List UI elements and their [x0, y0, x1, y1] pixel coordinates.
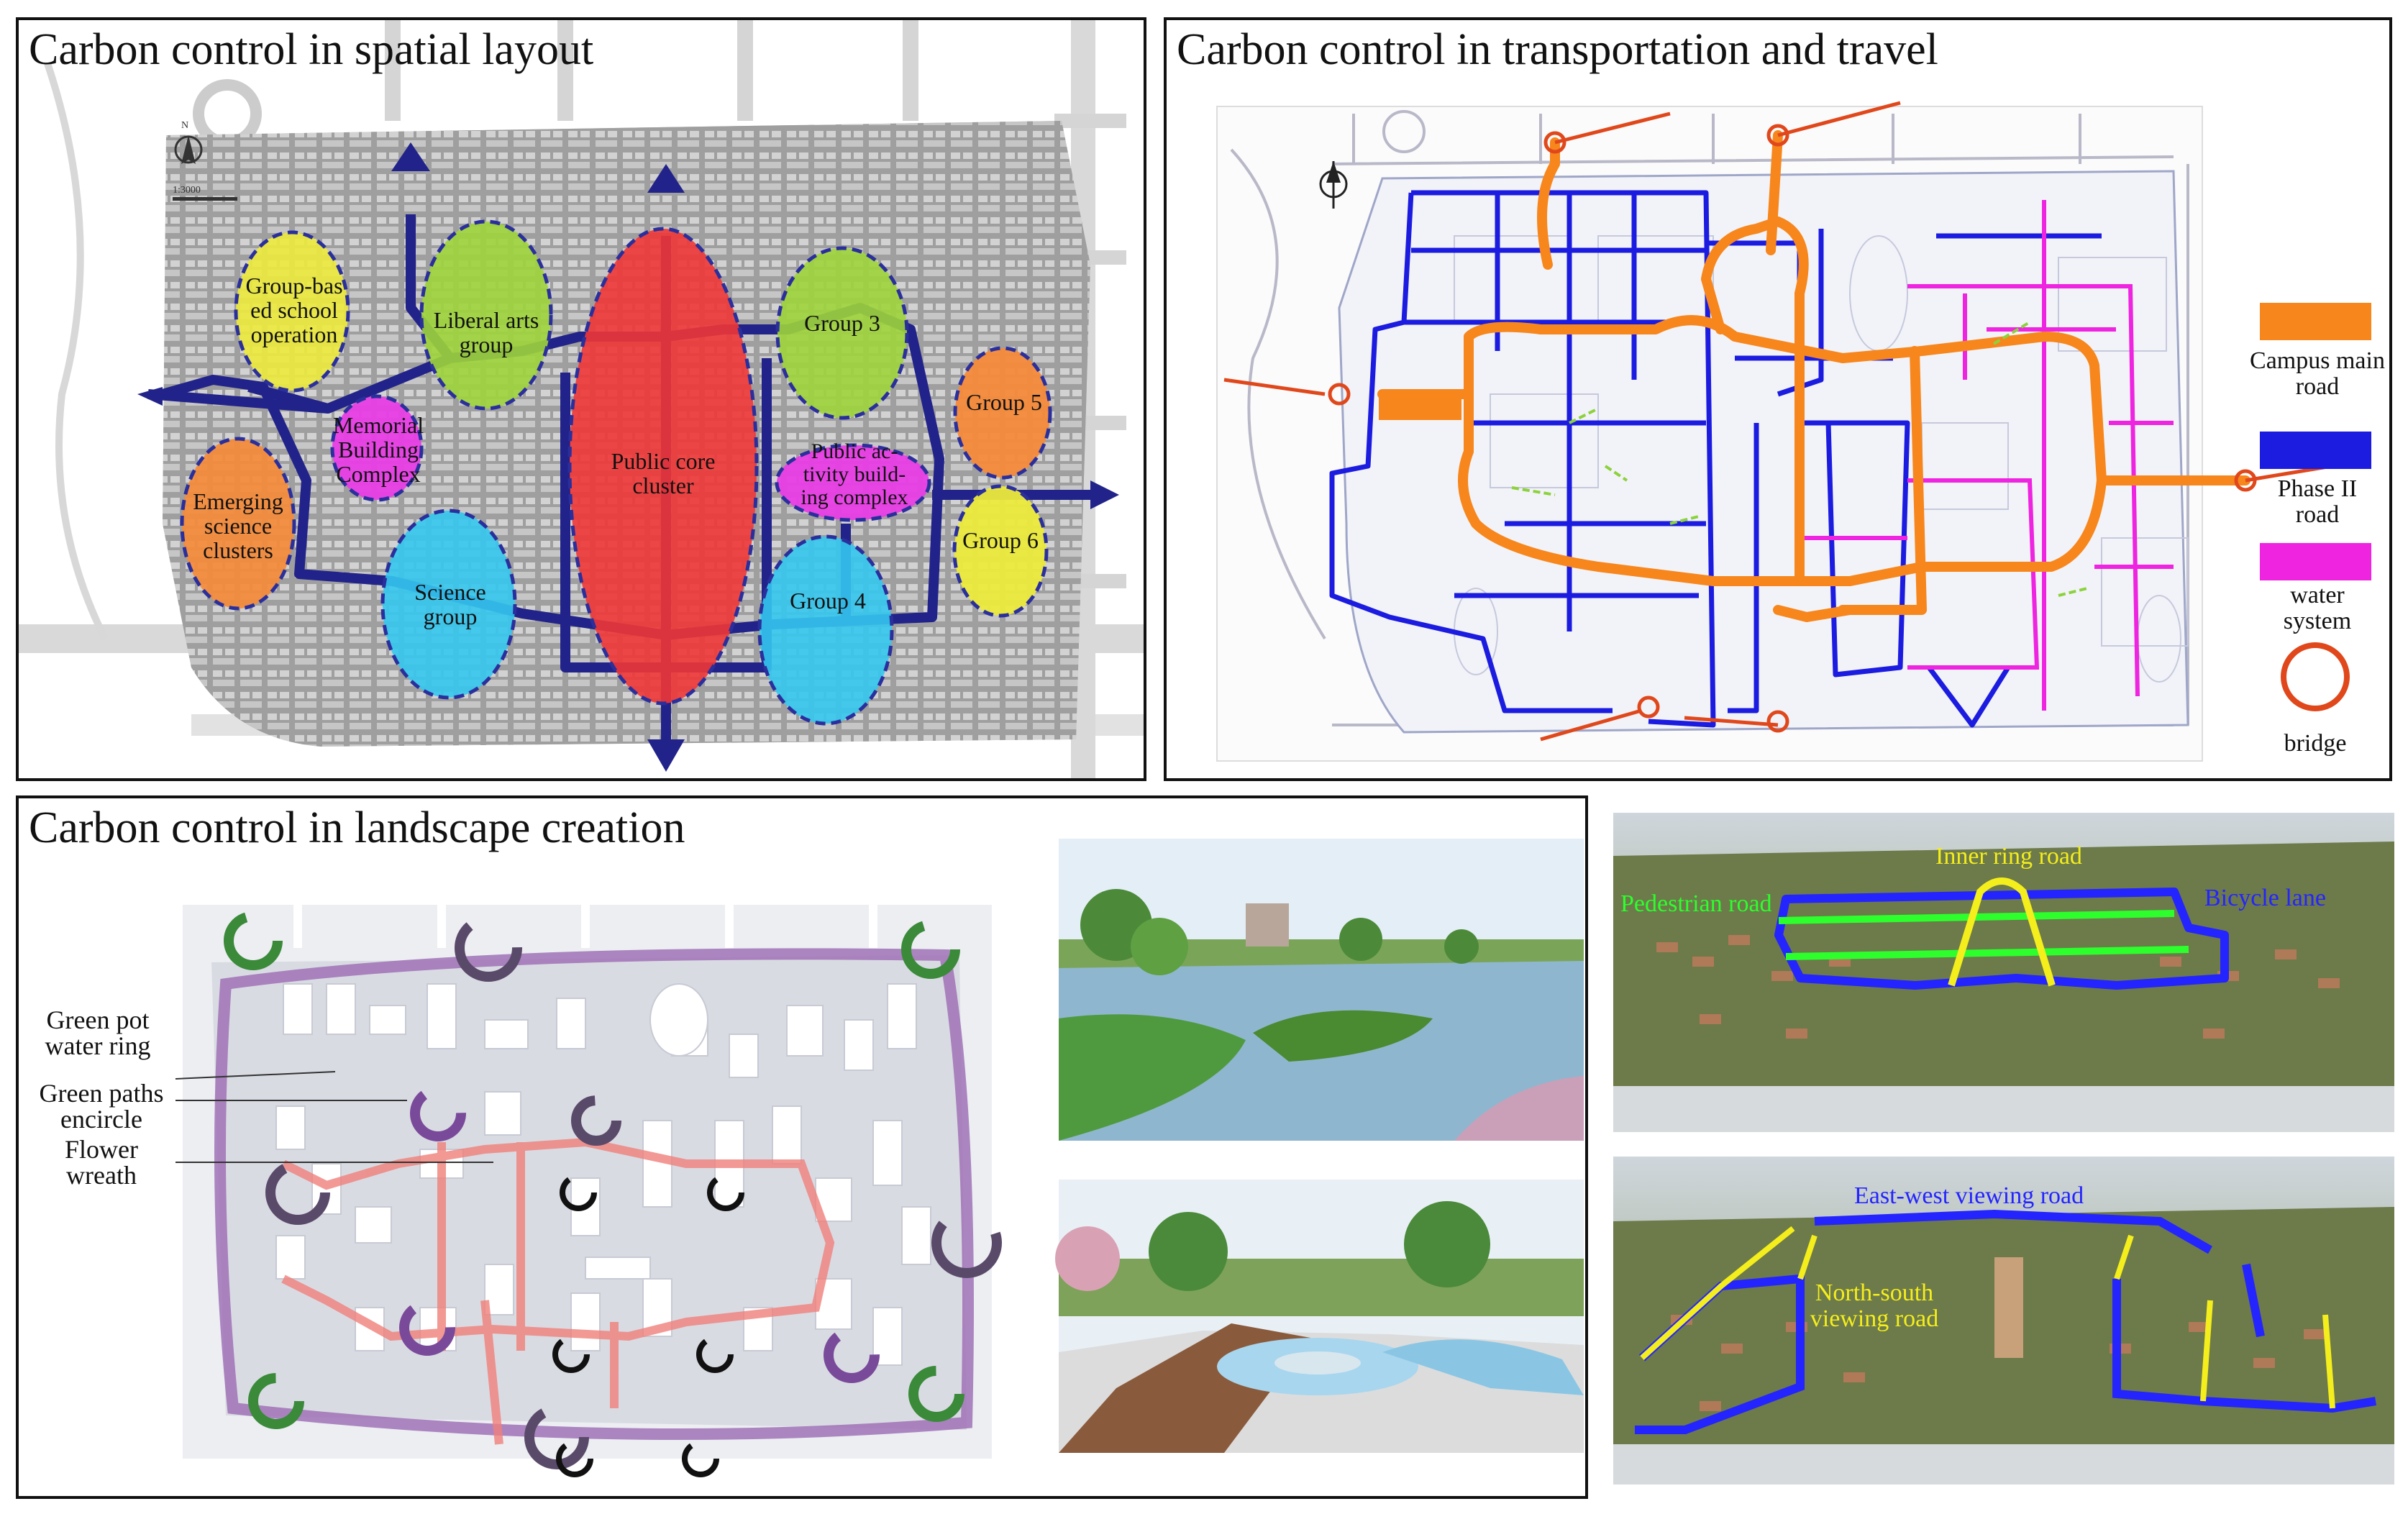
cluster-label: Group 3 — [804, 310, 880, 336]
cluster-label: Group-bas ed school operation — [245, 273, 343, 347]
landscape-label-flower-wreath: Flower wreath — [65, 1135, 138, 1190]
cluster-label: Public core cluster — [611, 448, 716, 498]
landscape-panel: Carbon control in landscape creation Gre… — [16, 795, 1588, 1499]
aerial-label-east-west-viewing-road: East-west viewing road — [1854, 1182, 2084, 1209]
cluster-label: Memorial Building Complex — [332, 412, 424, 487]
cluster-label: Liberal arts group — [433, 307, 539, 357]
aerial-label-pedestrian-road: Pedestrian road — [1620, 890, 1772, 917]
landscape-label-green-paths-encircle: Green paths encircle — [39, 1079, 164, 1134]
aerial-render-top: Inner ring road Pedestrian road Bicycle … — [1613, 813, 2394, 1132]
aerial-label-bicycle-lane: Bicycle lane — [2204, 885, 2326, 911]
legend-swatch-water-system — [2260, 543, 2371, 580]
landscape-label-green-pot-water-ring: Green pot water ring — [45, 1005, 151, 1060]
landscape-title: Carbon control in landscape creation — [29, 803, 685, 852]
legend-swatch-campus-main-road — [2260, 303, 2371, 340]
svg-text:N: N — [181, 120, 188, 131]
aerial-label-north-south-viewing-road: North-south viewing road — [1810, 1280, 1939, 1332]
spatial-layout-title: Carbon control in spatial layout — [29, 25, 594, 74]
cluster-label: Group 4 — [790, 588, 866, 614]
legend-swatch-bridge — [2281, 642, 2350, 711]
svg-text:1:3000: 1:3000 — [173, 185, 201, 196]
legend-label-campus-main-road: Campus main road — [2250, 347, 2385, 400]
cluster-label: Emerging science clusters — [193, 488, 283, 563]
legend-label-phase-ii-road: Phase II road — [2277, 475, 2358, 528]
transportation-title: Carbon control in transportation and tra… — [1177, 25, 1938, 74]
transportation-panel: Carbon control in transportation and tra… — [1164, 17, 2392, 781]
landscape-map — [19, 798, 1585, 1496]
spatial-layout-map: N 1:3000 — [19, 20, 1144, 778]
legend-label-bridge: bridge — [2284, 730, 2347, 757]
cluster-label: Group 5 — [966, 389, 1042, 415]
spatial-layout-panel: N 1:3000 — [16, 17, 1146, 781]
aerial-label-inner-ring-road: Inner ring road — [1935, 843, 2082, 870]
transportation-map — [1167, 20, 2389, 778]
legend-label-water-system: water system — [2283, 582, 2352, 634]
aerial-render-bottom: East-west viewing road North-south viewi… — [1613, 1157, 2394, 1485]
cluster-label: Public ac-tivity build-ing complex — [801, 439, 908, 509]
cluster-label: Science group — [414, 579, 486, 629]
cluster-label: Group 6 — [962, 527, 1039, 553]
legend-swatch-phase-ii-road — [2260, 432, 2371, 469]
